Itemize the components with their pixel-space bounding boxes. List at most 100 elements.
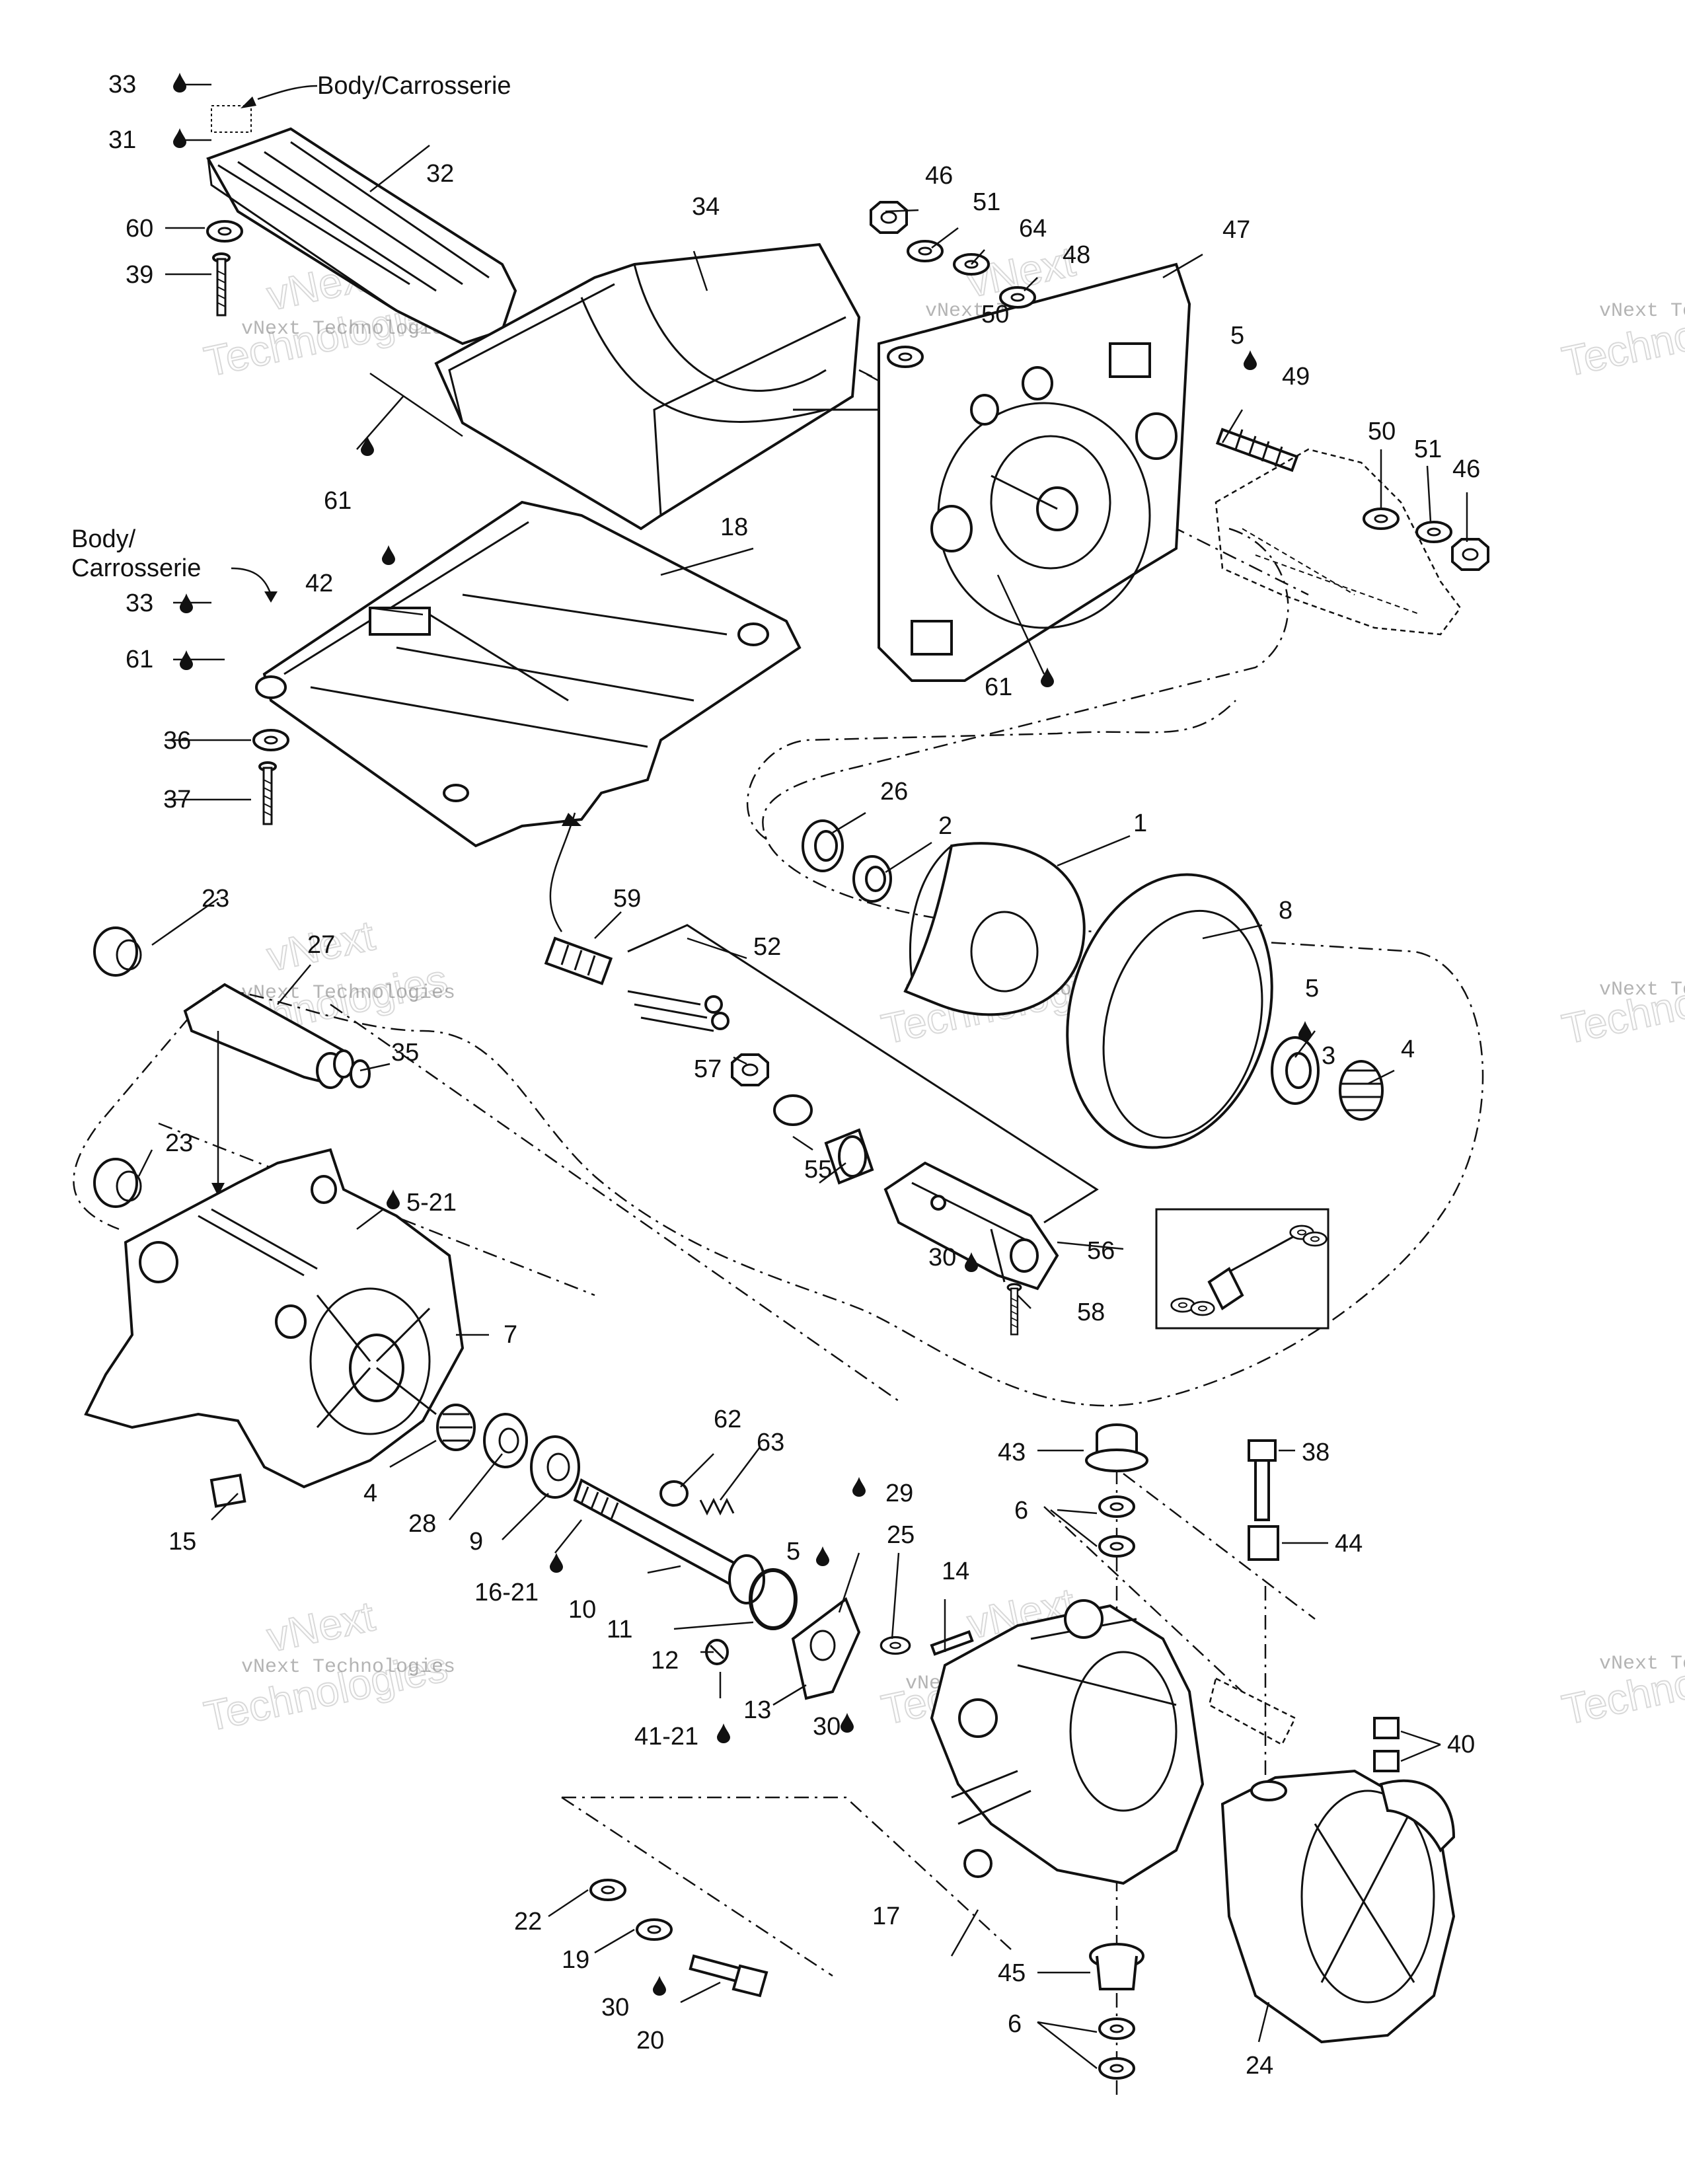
callout-38: 38 bbox=[1302, 1439, 1329, 1466]
callout-61: 61 bbox=[126, 646, 153, 673]
watermark-text: vNext Technologies bbox=[1599, 979, 1685, 1001]
callout-5: 5 bbox=[786, 1538, 800, 1565]
callout-18: 18 bbox=[720, 513, 748, 541]
callout-27: 27 bbox=[307, 931, 335, 959]
callout-40: 40 bbox=[1447, 1731, 1475, 1758]
watermark-text: vNext Technologies bbox=[1599, 1653, 1685, 1675]
part-4-bearing-right bbox=[1339, 1060, 1384, 1121]
part-20-bolt bbox=[689, 1954, 768, 1998]
part-63-spring bbox=[699, 1497, 735, 1516]
callout-56: 56 bbox=[1087, 1237, 1115, 1265]
callout-50: 50 bbox=[1368, 418, 1396, 445]
callout-12: 12 bbox=[651, 1647, 679, 1675]
lubricant-drop-icon bbox=[717, 1723, 730, 1743]
part-59-connector bbox=[544, 812, 613, 985]
callout-28: 28 bbox=[408, 1510, 436, 1538]
ghost-body-bracket bbox=[1215, 448, 1462, 636]
ghost-steering-pin bbox=[1208, 1677, 1296, 1746]
callout-41-21: 41-21 bbox=[634, 1723, 698, 1751]
callout-42: 42 bbox=[305, 570, 333, 597]
callout-46: 46 bbox=[925, 162, 953, 190]
callout-15: 15 bbox=[168, 1528, 196, 1556]
part-8-wear-ring bbox=[1066, 873, 1273, 1149]
callout-36: 36 bbox=[163, 727, 191, 755]
callout-37: 37 bbox=[163, 786, 191, 813]
part-50-washer-right bbox=[1363, 508, 1400, 530]
part-28-washer bbox=[483, 1413, 528, 1468]
body-label: Body/Carrosserie bbox=[317, 72, 511, 100]
text-labels: Body/Carrosserie Body/ Carrosserie 33 31… bbox=[71, 71, 1480, 2080]
callout-31: 31 bbox=[108, 126, 136, 154]
callout-51: 51 bbox=[973, 188, 1000, 216]
callout-11: 11 bbox=[607, 1616, 632, 1643]
part-6-washer-bottom bbox=[1098, 2017, 1135, 2080]
callout-22: 22 bbox=[514, 1908, 542, 1936]
part-45-bushing bbox=[1089, 1943, 1144, 1990]
part-27-tube bbox=[183, 983, 346, 1196]
lubricant-drop-icon bbox=[180, 650, 193, 670]
watermark-text: vNext bbox=[263, 1592, 379, 1661]
part-23-bumper-top bbox=[93, 926, 142, 977]
lubricant-drop-icon bbox=[1244, 350, 1257, 370]
callout-62: 62 bbox=[714, 1406, 741, 1433]
callout-9: 9 bbox=[469, 1528, 483, 1556]
part-11-o-ring bbox=[749, 1568, 798, 1630]
callout-35: 35 bbox=[391, 1039, 419, 1067]
lubricant-drop-icon bbox=[173, 73, 186, 93]
part-38-bolt bbox=[1248, 1439, 1277, 1521]
part-37-screw bbox=[258, 761, 277, 825]
leader-lines bbox=[137, 83, 1468, 2069]
lubricant-drop-icon bbox=[841, 1713, 854, 1733]
callout-45: 45 bbox=[998, 1959, 1026, 1987]
lubricant-drop-icon bbox=[173, 128, 186, 148]
callout-24: 24 bbox=[1246, 2052, 1273, 2080]
part-51-washer-right bbox=[1415, 521, 1452, 543]
part-19-washer bbox=[636, 1918, 673, 1941]
callout-6: 6 bbox=[1008, 2010, 1022, 2038]
callout-61: 61 bbox=[985, 673, 1012, 701]
callout-4: 4 bbox=[1401, 1036, 1415, 1063]
part-2-ring bbox=[852, 855, 892, 903]
part-25-washer bbox=[880, 1636, 911, 1655]
part-43-bushing bbox=[1085, 1423, 1148, 1472]
watermark-text: vNext Technologies bbox=[241, 1656, 455, 1678]
callout-5: 5 bbox=[1230, 322, 1244, 350]
lubricant-drop-icon bbox=[852, 1477, 866, 1497]
callout-30: 30 bbox=[813, 1713, 841, 1741]
callout-63: 63 bbox=[757, 1429, 784, 1456]
part-50-washer-top bbox=[887, 346, 924, 368]
callout-60: 60 bbox=[126, 215, 153, 243]
part-60-washer bbox=[206, 220, 243, 243]
part-47-housing-plate bbox=[793, 262, 1191, 682]
callout-5: 5 bbox=[1305, 975, 1319, 1002]
callout-25: 25 bbox=[887, 1521, 915, 1549]
callout-49: 49 bbox=[1282, 363, 1310, 391]
callout-29: 29 bbox=[885, 1480, 913, 1507]
lubricant-drop-icon bbox=[361, 436, 374, 456]
callout-26: 26 bbox=[880, 778, 908, 806]
callout-7: 7 bbox=[504, 1321, 517, 1349]
watermark-text: vNext Technologies bbox=[1599, 300, 1685, 322]
part-15-nut bbox=[209, 1474, 246, 1508]
lubricant-drop-icon bbox=[550, 1553, 563, 1573]
callout-57: 57 bbox=[694, 1055, 722, 1083]
callout-59: 59 bbox=[613, 885, 641, 913]
lubricant-drop-icon bbox=[1298, 1021, 1312, 1041]
callout-23: 23 bbox=[202, 885, 229, 913]
part-26-bushing bbox=[802, 819, 844, 872]
callout-1: 1 bbox=[1133, 810, 1147, 837]
callout-50: 50 bbox=[981, 301, 1009, 328]
callout-61: 61 bbox=[324, 487, 352, 515]
part-9-thrust-bearing bbox=[530, 1435, 580, 1499]
callout-33: 33 bbox=[108, 71, 136, 98]
callout-30: 30 bbox=[601, 1994, 629, 2021]
lubricant-drop-icon bbox=[816, 1546, 829, 1566]
part-14-screw bbox=[930, 1630, 974, 1656]
callout-33: 33 bbox=[126, 589, 153, 617]
callout-32: 32 bbox=[426, 160, 454, 188]
callout-14: 14 bbox=[942, 1558, 969, 1585]
lubricant-drop-icon bbox=[653, 1976, 666, 1996]
callout-52: 52 bbox=[753, 933, 781, 961]
callout-44: 44 bbox=[1335, 1530, 1363, 1558]
part-10-shaft bbox=[573, 1478, 765, 1604]
